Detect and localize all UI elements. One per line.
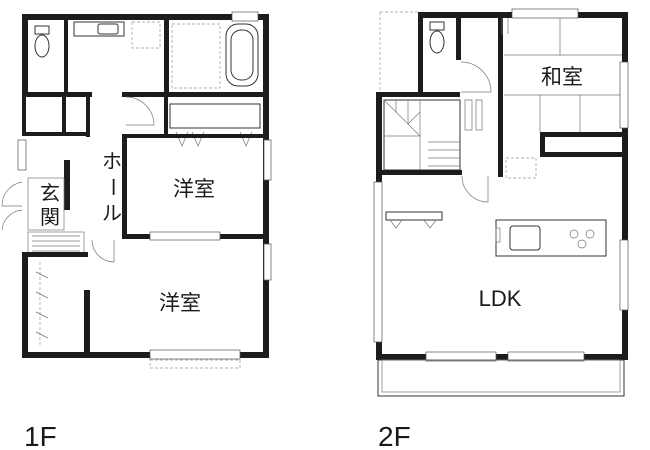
wall-2f-bottom bbox=[376, 354, 628, 360]
wall-2f-closet-bottom bbox=[540, 152, 628, 157]
toilet-tank-1f bbox=[34, 25, 50, 35]
label-hall-3: ル bbox=[102, 201, 122, 225]
window-1f-bottom bbox=[149, 349, 241, 360]
wall-1f-bottom bbox=[22, 352, 269, 358]
wash-counter bbox=[73, 21, 125, 37]
window-2f-bottom-a bbox=[425, 351, 497, 362]
floor-label-1f: 1F bbox=[24, 421, 57, 450]
counter-2f bbox=[385, 211, 443, 221]
closet-doors-2f bbox=[464, 99, 483, 131]
window-2f-washitsu bbox=[619, 61, 629, 129]
window-1f-right-b bbox=[263, 243, 272, 281]
window-1f-inner bbox=[149, 231, 221, 241]
kitchen-sink bbox=[509, 225, 541, 251]
wall-1f-right-upper bbox=[263, 14, 269, 234]
wall-1f-bath-side bbox=[164, 20, 169, 92]
stove-burner-c bbox=[577, 239, 587, 249]
window-1f-top bbox=[231, 11, 259, 22]
plan-2f bbox=[373, 8, 629, 397]
wall-1f-lower-left bbox=[22, 252, 88, 257]
sliding-door-2f bbox=[501, 18, 509, 34]
wall-2f-washitsu-bottom bbox=[540, 132, 628, 137]
tatami-lines bbox=[504, 18, 622, 132]
label-japanese-room: 和室 bbox=[541, 65, 583, 89]
stove-burner-a bbox=[569, 229, 579, 239]
label-entrance-1: 玄 bbox=[40, 181, 60, 205]
wall-1f-closet-l bbox=[164, 97, 168, 135]
balcony-2f-inner bbox=[381, 359, 621, 393]
door-swing-2f-b bbox=[461, 175, 489, 203]
wall-2f-washitsu-step bbox=[540, 132, 545, 156]
label-entrance-2: 関 bbox=[40, 205, 60, 229]
stove-burner-b bbox=[585, 229, 595, 239]
balcony-1f-line bbox=[149, 359, 241, 369]
wall-1f-band-right bbox=[122, 92, 269, 97]
wall-2f-stair-bottom bbox=[376, 170, 462, 175]
shower-area bbox=[171, 23, 221, 89]
wall-1f-corridor-a bbox=[62, 97, 66, 135]
closet-1f-lower-hangers bbox=[35, 271, 49, 339]
wall-1f-left-top bbox=[22, 14, 28, 94]
toilet-tank-2f bbox=[429, 21, 445, 31]
door-swing-1f-a bbox=[125, 96, 155, 126]
wall-2f-wc-left bbox=[418, 12, 423, 96]
wall-1f-left-lower bbox=[22, 255, 28, 358]
bathtub-inner bbox=[230, 29, 254, 81]
window-1f-right-a bbox=[263, 139, 272, 181]
label-western-room-lower: 洋室 bbox=[159, 291, 201, 315]
toilet-bowl-2f bbox=[429, 30, 445, 54]
window-2f-ldk-right bbox=[619, 239, 629, 311]
window-2f-left bbox=[373, 181, 383, 343]
label-western-room-upper: 洋室 bbox=[173, 177, 215, 201]
wall-1f-lower-closet bbox=[84, 290, 90, 352]
washer-space bbox=[131, 21, 161, 49]
wash-basin bbox=[97, 23, 119, 35]
window-2f-bottom-b bbox=[507, 351, 585, 362]
wall-2f-washitsu-left bbox=[498, 12, 503, 177]
wall-1f-band-left bbox=[22, 92, 92, 97]
fridge-space bbox=[505, 157, 537, 179]
floor-label-2f: 2F bbox=[378, 421, 411, 450]
wall-1f-corridor-c bbox=[86, 97, 90, 137]
wall-1f-left-mid bbox=[22, 94, 26, 134]
closet-1f bbox=[169, 103, 261, 129]
stair-treads bbox=[383, 99, 460, 170]
entrance-step-lines bbox=[32, 235, 80, 252]
counter-doors-2f bbox=[389, 219, 437, 229]
label-ldk: LDK bbox=[479, 286, 522, 311]
overhang-2f bbox=[379, 11, 418, 92]
door-swing-1f-b bbox=[91, 239, 115, 263]
wall-1f-corridor-b bbox=[22, 132, 90, 136]
wall-2f-right bbox=[622, 12, 628, 360]
wall-2f-wc-right bbox=[456, 12, 461, 60]
balcony-2f bbox=[377, 359, 625, 397]
wall-1f-hall-left bbox=[64, 160, 70, 210]
label-hall-2: ー bbox=[101, 177, 125, 197]
wall-1f-right-lower bbox=[263, 234, 269, 358]
plan-1f bbox=[1, 11, 272, 369]
window-2f-top bbox=[511, 8, 579, 19]
wall-1f-room-top bbox=[126, 134, 269, 138]
entrance-floor bbox=[27, 177, 65, 231]
wall-1f-top bbox=[22, 14, 269, 20]
label-hall-1: ホ bbox=[102, 149, 122, 173]
toilet-bowl-1f bbox=[34, 34, 50, 58]
staircase bbox=[383, 99, 461, 171]
window-1f-left bbox=[17, 139, 27, 171]
kitchen-tap bbox=[495, 227, 501, 243]
wall-1f-hall-right bbox=[122, 134, 127, 238]
door-swing-entry bbox=[1, 181, 23, 231]
bathtub bbox=[225, 23, 259, 87]
wall-1f-wc-side bbox=[64, 20, 68, 92]
door-swing-2f-a bbox=[460, 61, 492, 93]
